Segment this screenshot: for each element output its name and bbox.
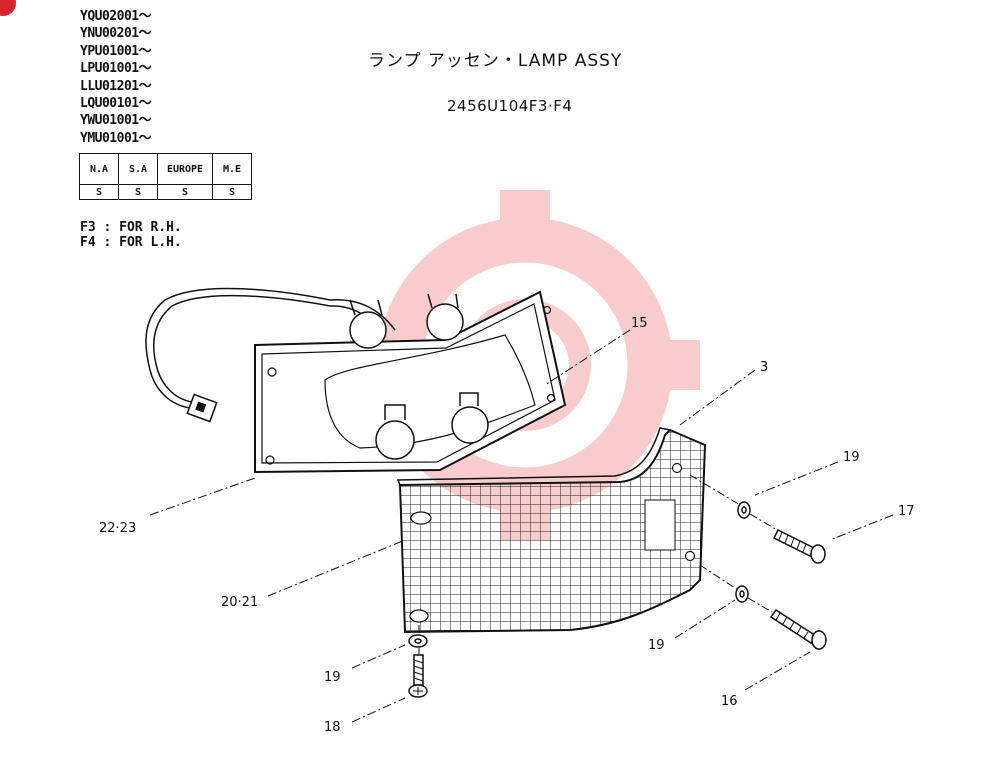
washer-icon <box>408 501 751 648</box>
market-value-row: S S S S <box>79 184 252 200</box>
callout-3: 3 <box>760 360 768 375</box>
serial-range: YPU01001～ <box>80 43 152 59</box>
callout-20-21: 20·21 <box>221 595 258 610</box>
connector-plug-icon <box>186 393 218 423</box>
callout-15: 15 <box>631 316 648 331</box>
serial-range: LLU01201～ <box>80 78 152 94</box>
serial-range: LQU00101～ <box>80 96 152 112</box>
callout-19-upper: 19 <box>843 450 860 465</box>
note-right-hand: F3 : FOR R.H. <box>80 220 182 235</box>
callout-16: 16 <box>721 694 738 709</box>
bulb-icon <box>349 293 489 460</box>
market-header-me: M.E <box>212 153 252 185</box>
serial-range: LPU01001～ <box>80 61 152 77</box>
page-title: ランプ アッセン・LAMP ASSY <box>368 51 623 71</box>
assembly-line <box>418 474 778 655</box>
leader-line <box>149 329 894 723</box>
serial-range: YMU01001～ <box>80 130 152 146</box>
corner-badge <box>0 0 16 16</box>
market-table: N.A S.A EUROPE M.E S S S S <box>79 153 252 200</box>
lamp-lens <box>396 427 707 634</box>
callout-19-lower: 19 <box>648 638 665 653</box>
callout-17: 17 <box>898 504 915 519</box>
callout-18: 18 <box>324 720 341 735</box>
part-number: 2456U104F3·F4 <box>447 97 573 115</box>
serial-range: YQU02001～ <box>80 9 152 24</box>
serial-range-list: YQU02001～ YNU00201～ YPU01001～ LPU01001～ … <box>80 8 152 147</box>
callout-19-bottom: 19 <box>324 670 341 685</box>
serial-range: YWU01001～ <box>80 113 152 129</box>
note-left-hand: F4 : FOR L.H. <box>80 235 182 250</box>
market-header-na: N.A <box>79 153 119 185</box>
screw-icon <box>408 528 827 698</box>
market-header-europe: EUROPE <box>157 153 213 185</box>
callout-22-23: 22·23 <box>99 521 136 536</box>
market-value-na: S <box>79 184 119 200</box>
market-value-me: S <box>212 184 252 200</box>
side-notes: F3 : FOR R.H. F4 : FOR L.H. <box>80 220 182 250</box>
market-header-row: N.A S.A EUROPE M.E <box>79 153 252 185</box>
serial-range: YNU00201～ <box>80 26 152 42</box>
